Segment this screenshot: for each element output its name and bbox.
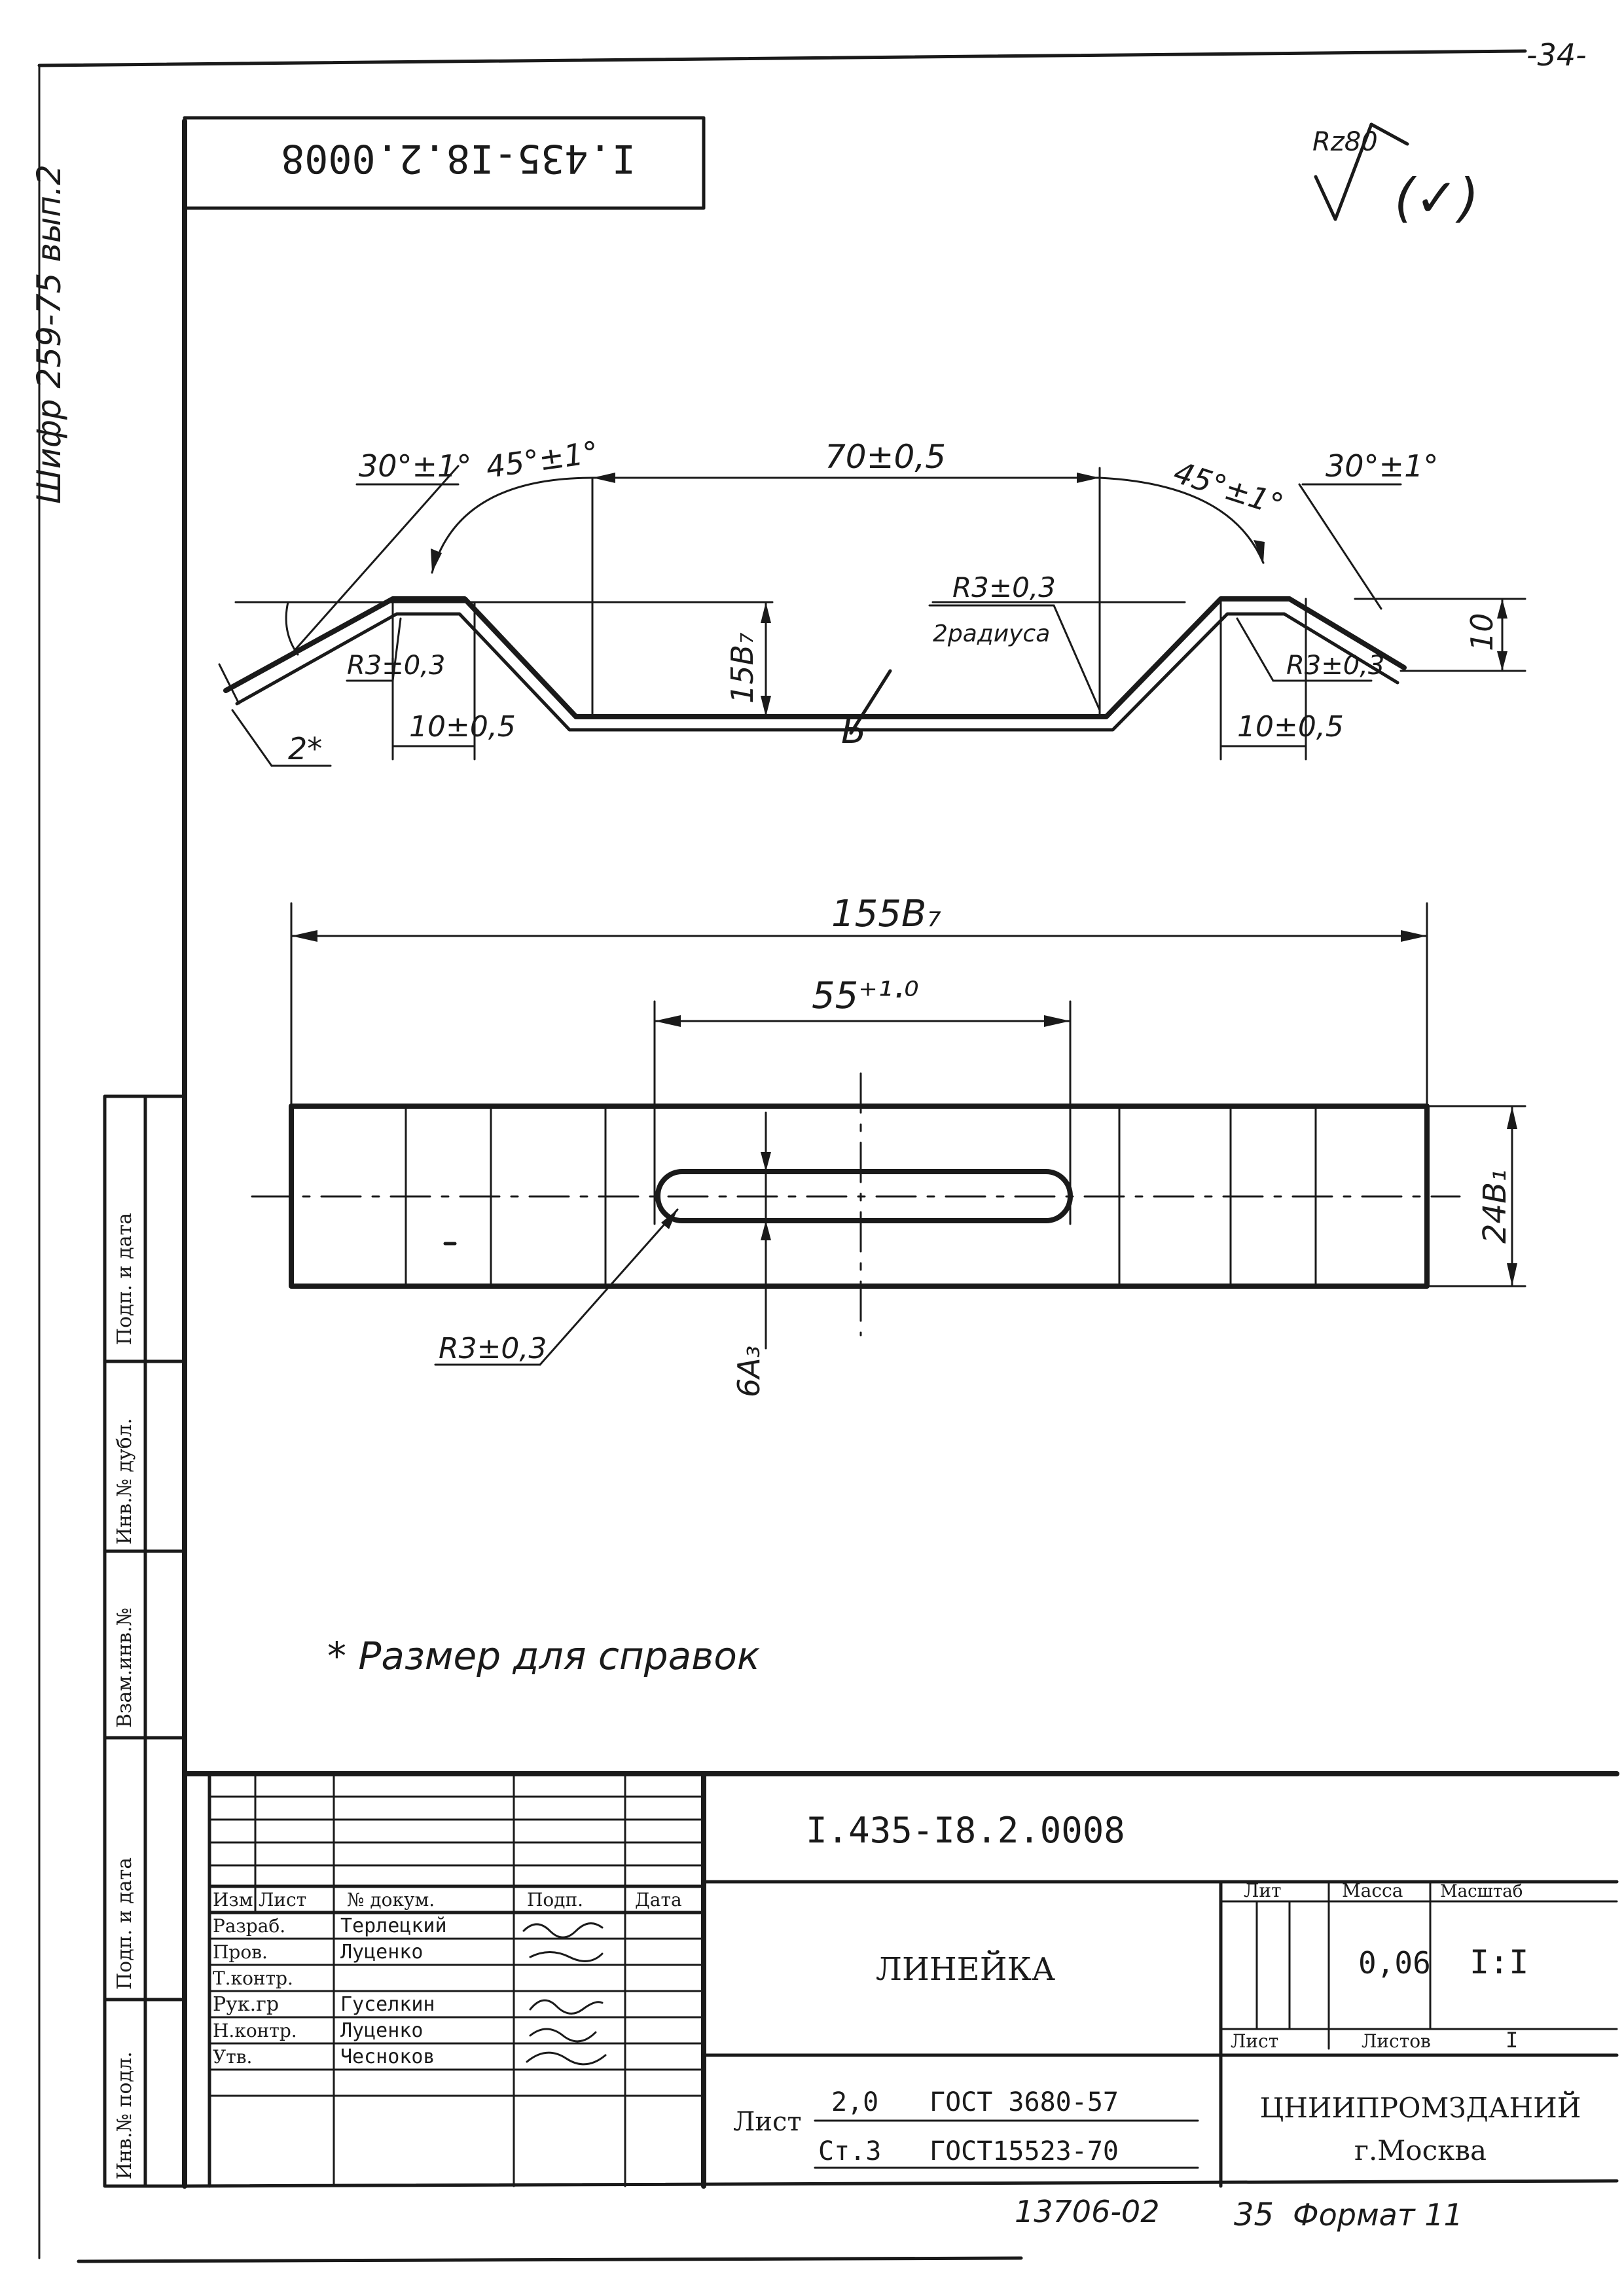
mass-header: Масса: [1342, 1880, 1403, 1901]
signature-marks: [522, 1922, 607, 2066]
row-role: Пров.: [213, 1941, 268, 1963]
dim-width-right: 10±0,5: [1237, 710, 1344, 744]
row-name: Луценко: [340, 2019, 423, 2042]
profile-inner: [235, 612, 1399, 732]
dim-slot-width: 6А₃: [731, 1346, 767, 1397]
dim-height-right: 10: [1464, 613, 1500, 651]
dim-radius-right: R3±0,3: [1286, 651, 1384, 681]
row-role: Разраб.: [213, 1915, 285, 1937]
roughness-bracket: (✓): [1394, 168, 1479, 228]
footer-sheet: 35: [1234, 2197, 1274, 2233]
footer-format: Формат 11: [1293, 2197, 1463, 2233]
dim-thickness: 2*: [288, 731, 322, 766]
col-header: Изм: [213, 1889, 253, 1911]
col-header: Дата: [635, 1889, 682, 1911]
dim-angle-right-inner: 45°±1°: [1170, 454, 1288, 523]
row-name: Гуселкин: [340, 1993, 435, 2016]
dim-total-length: 155В₇: [831, 893, 941, 935]
side-stamp-label: Подп. и дата: [113, 1213, 136, 1345]
row-role: Т.контр.: [213, 1967, 293, 1989]
title-block: I.435-I8.2.0008 ЛИНЕЙКА Изм Лист № докум…: [182, 1771, 1619, 2189]
profile-outer: [223, 596, 1407, 719]
side-stamp-label: Инв.№ дубл.: [113, 1418, 136, 1545]
scale-header: Масштаб: [1440, 1882, 1523, 1901]
sheet-label: Лист: [1231, 2030, 1278, 2052]
roughness-symbol: Rz80 (✓): [1312, 122, 1479, 228]
mass-value: 0,06: [1358, 1945, 1431, 1981]
dim-slot-length: 55⁺¹·⁰: [812, 975, 919, 1017]
doc-code-rotated: I.435-I8.2.0008: [281, 135, 636, 181]
material-std-2: ГОСТ15523-70: [929, 2136, 1119, 2166]
archive-note: Шифр 259-75 вып.2: [30, 164, 68, 504]
side-stamp-label: Подп. и дата: [113, 1858, 136, 1990]
col-header: № докум.: [347, 1889, 435, 1911]
row-name: Чесноков: [340, 2045, 435, 2068]
dim-radius-mid: R3±0,3: [952, 571, 1056, 603]
row-role: Н.контр.: [213, 2020, 297, 2041]
footer: 13706-02 35 Формат 11: [1015, 2194, 1463, 2233]
footer-stamp: 13706-02: [1015, 2194, 1159, 2229]
dim-angle-right-outer: 30°±1°: [1326, 448, 1438, 484]
page-number: -34-: [1526, 37, 1587, 73]
row-name: Луценко: [340, 1941, 423, 1964]
material-label: Лист: [733, 2107, 802, 2137]
dim-radius-left: R3±0,3: [347, 651, 445, 681]
material-thickness: 2,0: [831, 2087, 878, 2117]
col-header: Подп.: [527, 1889, 583, 1911]
section-mark: Б: [841, 709, 866, 752]
lit-header: Лит: [1244, 1880, 1282, 1901]
sheets-value: I: [1506, 2028, 1518, 2053]
title-part-name: ЛИНЕЙКА: [876, 1949, 1055, 1988]
dim-length-mid: 70±0,5: [825, 438, 946, 476]
material-grade: Ст.3: [818, 2136, 881, 2166]
section-view: 70±0,5 45°±1° 45°±1° 30°±1° 30°±1° 15В₇ …: [218, 434, 1526, 767]
side-stamp-label: Взам.инв.№: [113, 1607, 136, 1728]
doc-code-box: I.435-I8.2.0008: [183, 116, 706, 210]
row-role: Утв.: [213, 2046, 252, 2068]
material-std-1: ГОСТ 3680-57: [929, 2087, 1119, 2117]
scale-value: I:I: [1470, 1943, 1528, 1981]
dim-width: 24В₁: [1477, 1170, 1513, 1244]
dim-angle-left-outer: 30°±1°: [359, 448, 471, 484]
dim-width-left: 10±0,5: [409, 710, 516, 744]
note-reference: * Размер для справок: [327, 1634, 760, 1678]
plan-view: 155В₇ 55⁺¹·⁰ 24В₁ 6А₃: [251, 893, 1526, 1397]
col-header: Лист: [259, 1889, 306, 1911]
org-city: г.Москва: [1354, 2134, 1487, 2166]
title-designation: I.435-I8.2.0008: [806, 1810, 1125, 1851]
dim-radius-mid-note: 2радиуса: [933, 620, 1050, 647]
row-name: Терлецкий: [340, 1914, 447, 1937]
dim-slot-radius: R3±0,3: [439, 1332, 547, 1365]
side-stamp: Подп. и дата Инв.№ дубл. Взам.инв.№ Подп…: [103, 1094, 187, 2188]
org-name: ЦНИИПРОМЗДАНИЙ: [1260, 2090, 1581, 2124]
side-stamp-label: Инв.№ подл.: [113, 2051, 136, 2180]
sheets-label: Листов: [1362, 2030, 1431, 2052]
row-role: Рук.гр: [213, 1993, 279, 2016]
dim-depth: 15В₇: [725, 632, 760, 704]
